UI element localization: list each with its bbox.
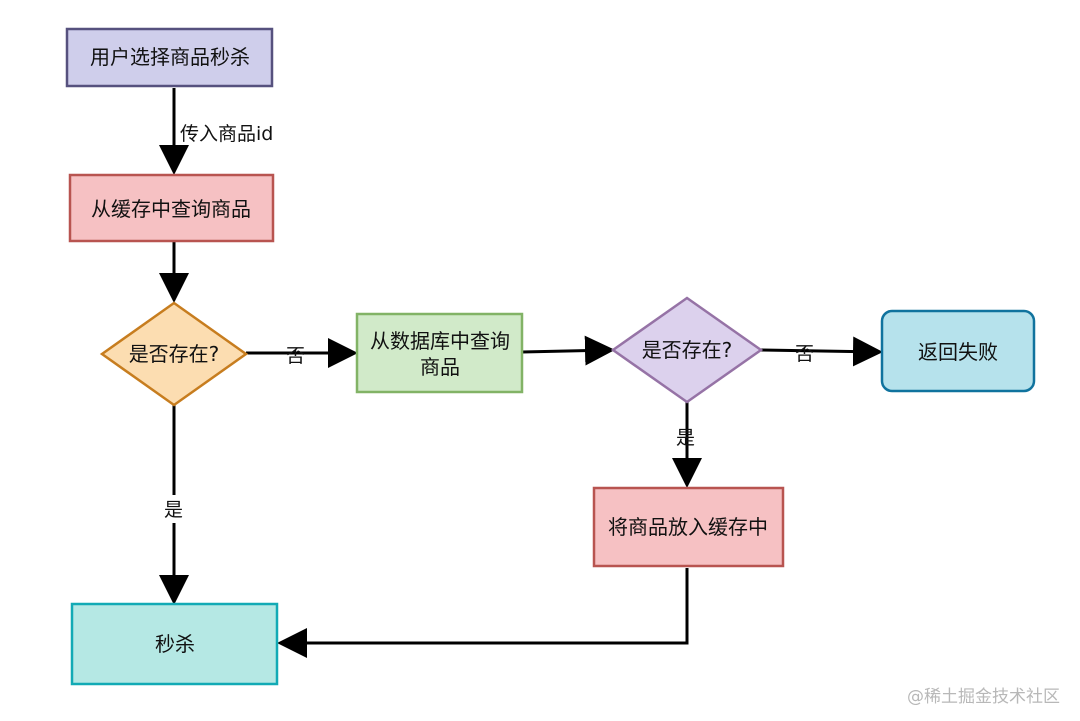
node-label-return-fail: 返回失败 bbox=[918, 340, 998, 364]
watermark: @稀土掘金技术社区 bbox=[907, 687, 1060, 707]
edge-put-to-seckill bbox=[277, 568, 689, 658]
node-query-db: 从数据库中查询 商品 bbox=[355, 312, 524, 394]
edge-label-yes-2: 是 bbox=[676, 427, 695, 449]
node-return-fail: 返回失败 bbox=[880, 309, 1036, 393]
node-label-put-cache: 将商品放入缓存中 bbox=[608, 515, 768, 539]
node-label-seckill: 秒杀 bbox=[155, 632, 195, 656]
edge-label-bg bbox=[160, 495, 188, 523]
node-label-query-db-line1: 从数据库中查询 bbox=[370, 329, 510, 353]
node-exists-cache-decision: 是否存在? bbox=[99, 301, 249, 407]
node-label-exists-db: 是否存在? bbox=[642, 338, 733, 362]
edge-label-no-1: 否 bbox=[286, 345, 305, 367]
node-query-cache: 从缓存中查询商品 bbox=[68, 173, 275, 243]
edge-db-to-exists2 bbox=[521, 335, 615, 366]
node-label-exists-cache: 是否存在? bbox=[129, 342, 220, 366]
edge-label-yes-1: 是 bbox=[164, 499, 183, 521]
node-label-select-product: 用户选择商品秒杀 bbox=[90, 45, 250, 69]
edge-exists2-no-to-fail bbox=[760, 336, 883, 367]
node-label-query-cache: 从缓存中查询商品 bbox=[91, 197, 251, 221]
node-label-query-db-line2: 商品 bbox=[420, 355, 460, 379]
node-seckill: 秒杀 bbox=[70, 602, 279, 686]
node-exists-db-decision: 是否存在? bbox=[610, 296, 764, 404]
edge-label-no-2: 否 bbox=[795, 343, 814, 365]
node-put-cache: 将商品放入缓存中 bbox=[592, 486, 785, 568]
edge-label-pass-id: 传入商品id bbox=[180, 123, 273, 145]
node-select-product: 用户选择商品秒杀 bbox=[65, 27, 274, 88]
